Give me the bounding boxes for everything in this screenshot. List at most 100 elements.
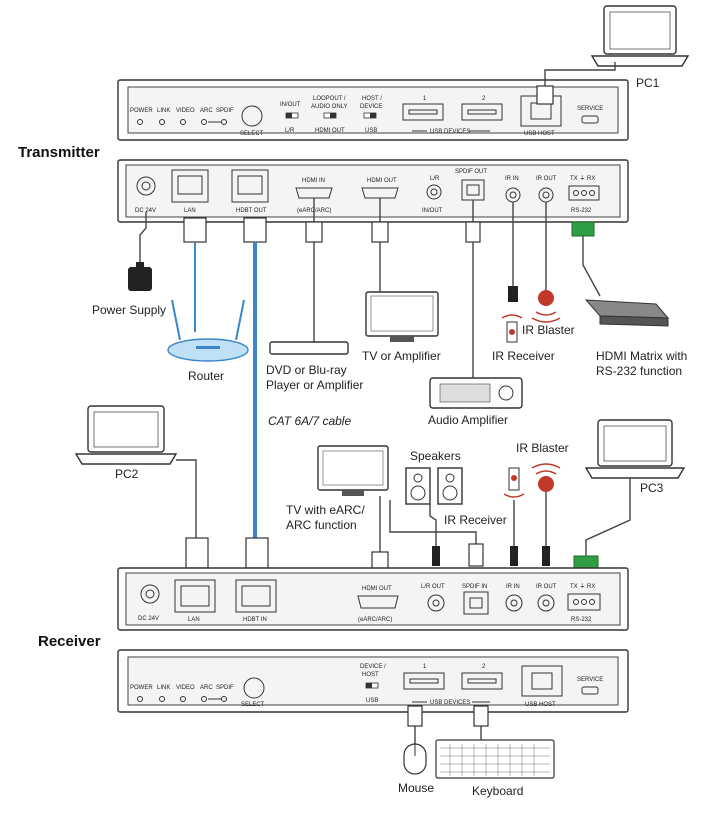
tx-usb2-number: 2 bbox=[482, 96, 486, 102]
tx-ir-in-label: IR IN bbox=[505, 176, 519, 182]
rx-rs232-top: TX ⏚ RX bbox=[570, 583, 595, 590]
tx-lan-label: LAN bbox=[184, 208, 196, 214]
rx-ir-out-label: IR OUT bbox=[536, 584, 557, 590]
matrix-label-1: HDMI Matrix with bbox=[596, 349, 687, 363]
tx-select-button[interactable] bbox=[241, 105, 263, 127]
tx-led-labels: POWER LINK VIDEO ARC SPDIF bbox=[130, 108, 234, 114]
receiver-rear-panel: DC 24V LAN HDBT IN HDMI OUT (eARC/ARC) L… bbox=[117, 567, 629, 631]
speakers-label: Speakers bbox=[410, 449, 461, 463]
tx-hdbt-plug bbox=[243, 217, 267, 243]
tx-led-video-label: VIDEO bbox=[176, 108, 195, 114]
tx-ir-receiver: IR Receiver bbox=[492, 314, 555, 363]
pc1-usb-cable bbox=[544, 62, 616, 96]
tx-switch3-top2: DEVICE bbox=[360, 104, 382, 110]
rx-dc-jack[interactable] bbox=[140, 584, 160, 604]
pc3-rs232-cable bbox=[585, 478, 631, 560]
tx-lr-jack[interactable] bbox=[426, 184, 442, 200]
rx-led-spdif-label: SPDIF bbox=[216, 685, 234, 691]
pc3-laptop: PC3 bbox=[584, 419, 686, 495]
rx-service-label: SERVICE bbox=[577, 677, 603, 683]
rx-lr-out-jack[interactable] bbox=[427, 594, 445, 612]
dvd-label-2: Player or Amplifier bbox=[266, 378, 363, 392]
rx-hdmi-out-port[interactable] bbox=[357, 595, 399, 609]
router: Router bbox=[167, 299, 249, 383]
receiver-label: Receiver bbox=[38, 633, 101, 650]
transmitter-front-panel: POWER LINK VIDEO ARC SPDIF SELECT IN/OUT… bbox=[117, 79, 629, 141]
tx-led-link-label: LINK bbox=[157, 108, 170, 114]
tv-with-earc: TV with eARC/ ARC function bbox=[286, 445, 389, 532]
tv-earc-label-1: TV with eARC/ bbox=[286, 503, 365, 517]
tx-led-power-label: POWER bbox=[130, 108, 153, 114]
rx-switch-top1: DEVICE / bbox=[360, 664, 386, 670]
keyboard-label: Keyboard bbox=[472, 784, 523, 798]
rx-hdbt-in-port[interactable] bbox=[235, 579, 277, 613]
rx-select-button[interactable] bbox=[243, 677, 265, 699]
tx-ir-out-label: IR OUT bbox=[536, 176, 557, 182]
rx-usb2-number: 2 bbox=[482, 664, 486, 670]
rx-rs232-port[interactable] bbox=[567, 593, 601, 611]
tx-led-arc-label: ARC bbox=[200, 108, 213, 114]
keyboard: Keyboard bbox=[435, 739, 555, 798]
tx-ir-blaster-label: IR Blaster bbox=[522, 323, 575, 337]
mouse: Mouse bbox=[398, 743, 434, 795]
tx-usb-device-port-2[interactable] bbox=[461, 103, 503, 121]
rx-rs232-label: RS-232 bbox=[571, 617, 592, 623]
tx-rs232-port[interactable] bbox=[568, 185, 600, 201]
tx-hdbt-out-port[interactable] bbox=[231, 169, 269, 203]
rx-usb-device-port-1[interactable] bbox=[403, 672, 445, 690]
tx-hdmi-in-port[interactable] bbox=[295, 187, 333, 199]
tx-rs232-label: RS-232 bbox=[571, 208, 592, 214]
rx-ir-blaster: IR Blaster bbox=[516, 441, 569, 492]
tx-hdmi-out-port[interactable] bbox=[361, 187, 399, 199]
rx-select-label: SELECT bbox=[241, 702, 265, 708]
pc2-label: PC2 bbox=[115, 467, 139, 481]
receiver-front-panel: POWER LINK VIDEO ARC SPDIF SELECT DEVICE… bbox=[117, 649, 629, 713]
rx-hdmi-out-sub: (eARC/ARC) bbox=[358, 617, 392, 623]
rx-usb-host-port[interactable] bbox=[521, 665, 563, 697]
pc2-laptop: PC2 bbox=[74, 405, 178, 481]
tx-switch3-top1: HOST / bbox=[362, 96, 382, 102]
rx-led-link-label: LINK bbox=[157, 685, 170, 691]
tv-earc-label-2: ARC function bbox=[286, 518, 357, 532]
audio-amplifier: Audio Amplifier bbox=[428, 377, 523, 427]
tx-lr-label: L/R bbox=[430, 176, 440, 182]
tx-usb-devices-label: USB DEVICES bbox=[430, 129, 470, 135]
rx-usb-device-port-2[interactable] bbox=[461, 672, 503, 690]
rx-service-port[interactable] bbox=[581, 686, 599, 695]
tx-dc-jack[interactable] bbox=[136, 176, 156, 196]
tx-hdmi-in-label: HDMI IN bbox=[302, 178, 325, 184]
tv-or-amplifier: TV or Amplifier bbox=[362, 291, 441, 363]
tx-usb-device-port-1[interactable] bbox=[402, 103, 444, 121]
router-label: Router bbox=[188, 369, 224, 383]
rx-hdmi-out-label: HDMI OUT bbox=[362, 586, 392, 592]
tx-rs232-top: TX ⏚ RX bbox=[570, 175, 595, 182]
power-supply: Power Supply bbox=[92, 262, 166, 317]
transmitter-label: Transmitter bbox=[18, 144, 100, 161]
dvd-player: DVD or Blu-ray Player or Amplifier bbox=[266, 341, 363, 392]
rx-led-power-label: POWER bbox=[130, 685, 153, 691]
tx-service-label: SERVICE bbox=[577, 106, 603, 112]
rx-lan-port[interactable] bbox=[174, 579, 216, 613]
tx-usb1-number: 1 bbox=[423, 96, 427, 102]
mouse-usb-plug bbox=[407, 705, 423, 727]
rx-ir-in-jack[interactable] bbox=[505, 594, 523, 612]
audio-amp-label: Audio Amplifier bbox=[428, 413, 508, 427]
pc1-laptop: PC1 bbox=[590, 5, 690, 90]
rx-spdif-in-port[interactable] bbox=[463, 591, 489, 615]
tx-ir-receiver-label: IR Receiver bbox=[492, 349, 555, 363]
tx-service-port[interactable] bbox=[581, 115, 599, 124]
rx-ir-out-jack[interactable] bbox=[537, 594, 555, 612]
tx-ir-blaster: IR Blaster bbox=[522, 290, 575, 337]
tx-hdbt-out-label: HDBT OUT bbox=[236, 208, 267, 214]
rx-usb-devices-label: USB DEVICES bbox=[430, 700, 470, 706]
tx-lan-port[interactable] bbox=[171, 169, 209, 203]
power-supply-label: Power Supply bbox=[92, 303, 166, 317]
tx-spdif-out-label: SPDIF OUT bbox=[455, 169, 487, 175]
rx-ir-receiver bbox=[503, 467, 525, 498]
tx-switch2-bottom: HDMI OUT bbox=[315, 128, 345, 134]
speakers: Speakers bbox=[405, 449, 463, 505]
tx-switch3-bottom: USB bbox=[365, 128, 377, 134]
tx-lan-plug bbox=[183, 217, 207, 243]
tx-lr-sub: IN/OUT bbox=[422, 208, 443, 214]
